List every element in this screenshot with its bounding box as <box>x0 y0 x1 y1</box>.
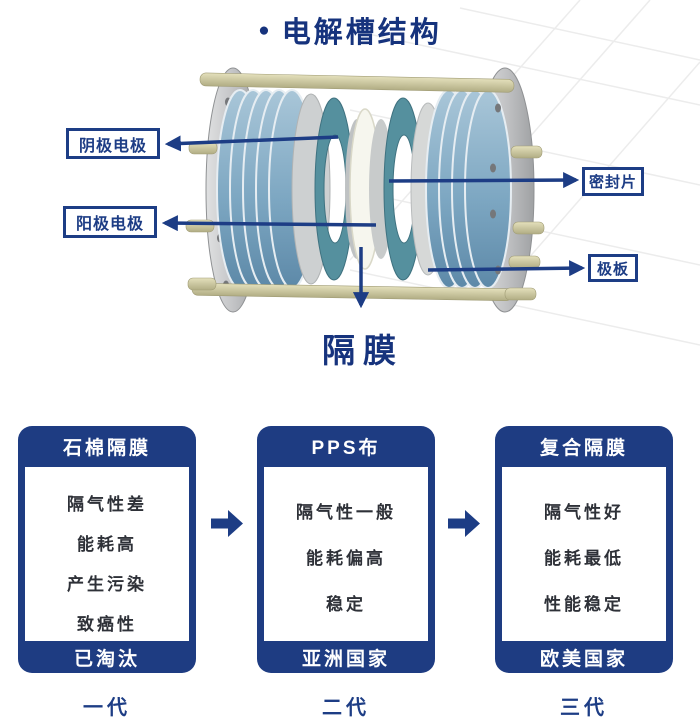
panel-footer: 欧美国家 <box>539 648 628 670</box>
feature-line: 致癌性 <box>77 615 137 634</box>
panel-body: 隔气性一般 能耗偏高 稳定 <box>264 467 428 641</box>
generation-panel-3: 复合隔膜 隔气性好 能耗最低 性能稳定 欧美国家 <box>495 426 673 673</box>
panel-body: 隔气性差 能耗高 产生污染 致癌性 <box>25 467 189 641</box>
next-generation-arrow <box>211 510 243 537</box>
generation-label-3: 三代 <box>560 697 608 719</box>
feature-line: 产生污染 <box>67 575 147 594</box>
feature-line: 隔气性一般 <box>296 503 396 522</box>
next-generation-arrow <box>448 510 480 537</box>
callout-plate-label: 极板 <box>596 260 629 278</box>
annotation-arrows <box>161 135 586 309</box>
callout-anode-label: 阳极电极 <box>75 216 144 233</box>
arrow-to-plate-label <box>427 260 586 277</box>
feature-line: 隔气性好 <box>544 503 624 522</box>
cathode-electrode-ring <box>314 97 354 281</box>
page-title: ● 电解槽结构 <box>0 10 700 50</box>
right-electrode-disc-stack <box>425 89 512 289</box>
generation-label-1: 一代 <box>83 697 131 719</box>
panel-header: PPS布 <box>311 438 381 459</box>
page-title-text: 电解槽结构 <box>281 17 442 49</box>
generation-label-2: 二代 <box>322 697 370 719</box>
callout-seal: 密封片 <box>582 167 644 196</box>
callout-anode: 阳极电极 <box>63 206 157 238</box>
bullet-icon: ● <box>258 19 270 41</box>
arrow-to-anode-label <box>161 215 377 232</box>
callout-cathode-label: 阴极电极 <box>78 137 147 155</box>
feature-line: 隔气性差 <box>67 495 147 514</box>
callout-seal-label: 密封片 <box>588 174 637 191</box>
generation-panel-2: PPS布 隔气性一般 能耗偏高 稳定 亚洲国家 <box>257 426 435 673</box>
panel-header: 复合隔膜 <box>539 438 628 459</box>
electrolyzer-3d-render <box>161 0 700 346</box>
panel-footer: 亚洲国家 <box>301 648 390 670</box>
callout-cathode: 阴极电极 <box>66 128 160 159</box>
feature-line: 能耗高 <box>77 535 137 554</box>
membrane-caption: 隔膜 <box>322 332 404 369</box>
arrow-to-seal-label <box>388 172 580 189</box>
tie-rods <box>191 72 515 302</box>
callout-plate: 极板 <box>588 254 638 282</box>
panel-footer: 已淘汰 <box>73 648 140 670</box>
panel-header: 石棉隔膜 <box>62 438 151 459</box>
feature-line: 能耗偏高 <box>306 549 386 568</box>
feature-line: 性能稳定 <box>544 595 624 614</box>
feature-line: 能耗最低 <box>544 549 624 568</box>
arrow-to-cathode-label <box>164 135 339 152</box>
generation-panel-1: 石棉隔膜 隔气性差 能耗高 产生污染 致癌性 已淘汰 <box>18 426 196 673</box>
panel-body: 隔气性好 能耗最低 性能稳定 <box>502 467 666 641</box>
anode-electrode-ring <box>383 97 423 281</box>
stud-bolts <box>185 141 545 301</box>
feature-line: 稳定 <box>326 595 366 614</box>
